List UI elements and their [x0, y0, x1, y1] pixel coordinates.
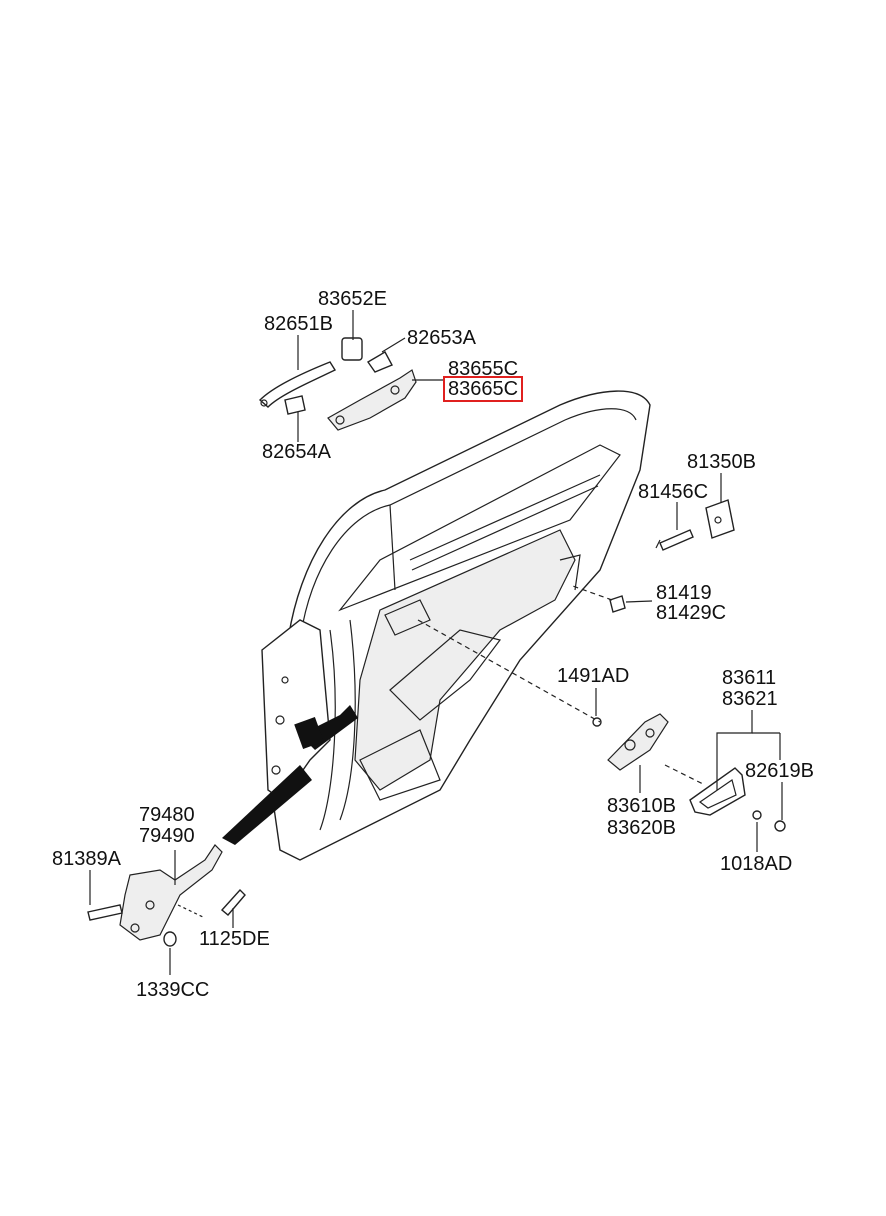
part-label-81419: 81419 — [656, 582, 712, 604]
outside-handle — [258, 361, 337, 408]
part-label-82653A: 82653A — [407, 327, 476, 349]
part-label-1018AD: 1018AD — [720, 853, 793, 875]
part-label-82651B: 82651B — [264, 313, 333, 335]
part-label-83611: 83611 — [722, 667, 777, 689]
part-label-79480: 79480 — [139, 804, 195, 826]
part-label-1339CC: 1339CC — [136, 979, 210, 1001]
check-strap-arrow — [222, 705, 358, 845]
part-label-81389A: 81389A — [52, 848, 121, 870]
part-label-83620B: 83620B — [607, 817, 676, 839]
leader-lines — [89, 310, 783, 975]
part-label-83652E: 83652E — [318, 288, 387, 310]
part-label-83610B: 83610B — [607, 795, 676, 817]
part-label-1491AD: 1491AD — [557, 665, 630, 687]
part-label-81429C: 81429C — [656, 602, 727, 624]
part-label-82619B: 82619B — [745, 760, 814, 782]
part-label-83665C-highlighted: 83665C — [443, 376, 524, 402]
part-label-1125DE: 1125DE — [199, 928, 270, 950]
part-label-83621: 83621 — [722, 688, 778, 710]
part-label-79490: 79490 — [139, 825, 195, 847]
part-label-81350B: 81350B — [687, 451, 756, 473]
part-label-82654A: 82654A — [262, 441, 331, 463]
part-label-83655C: 83655C — [448, 358, 519, 380]
part-label-81456C: 81456C — [638, 481, 709, 503]
door-panel — [261, 390, 651, 861]
